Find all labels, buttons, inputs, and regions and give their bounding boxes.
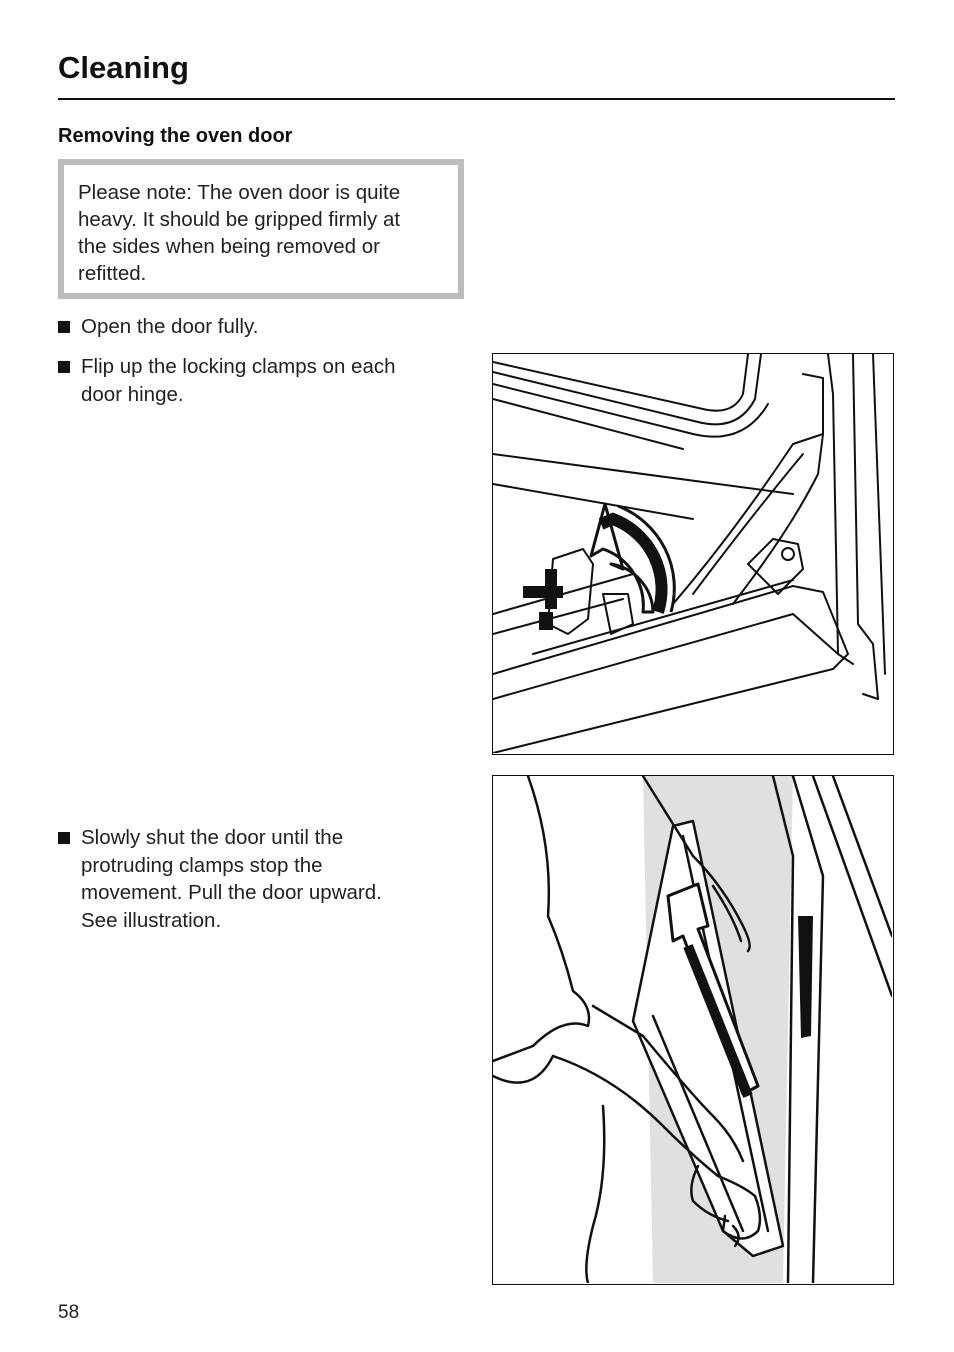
step-text: Flip up the locking clamps on each door … [81, 355, 396, 406]
step-item-2: Flip up the locking clamps on each door … [58, 353, 458, 408]
door-removal-illustration [492, 775, 894, 1285]
step-text: Slowly shut the door until the protrudin… [81, 826, 382, 932]
page-number: 58 [58, 1302, 80, 1323]
section-heading: Removing the oven door [58, 125, 293, 147]
step-item-3: Slowly shut the door until the protrudin… [58, 824, 458, 934]
bullet-square-icon [58, 832, 70, 844]
hinge-clamp-illustration [492, 353, 894, 755]
step-item-1: Open the door fully. [58, 313, 458, 341]
step-text: Open the door fully. [81, 315, 259, 338]
warning-note-text: Please note: The oven door is quite heav… [78, 181, 401, 285]
page-title: Cleaning [58, 50, 189, 85]
warning-note-box: Please note: The oven door is quite heav… [58, 159, 464, 299]
bullet-square-icon [58, 321, 70, 333]
title-divider [58, 98, 895, 100]
bullet-square-icon [58, 361, 70, 373]
